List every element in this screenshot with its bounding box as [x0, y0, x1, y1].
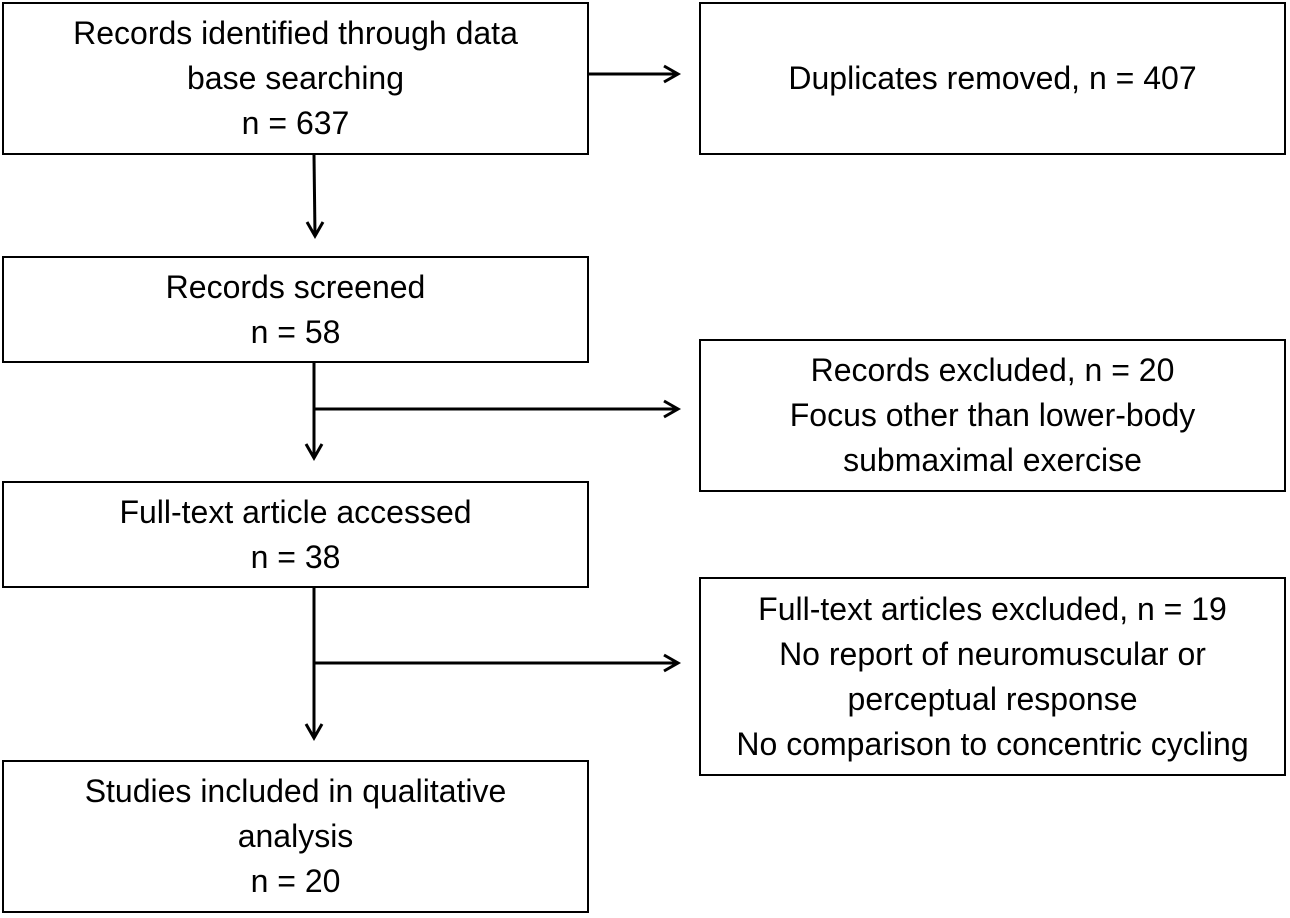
fulltext-excluded-box: Full-text articles excluded, n = 19 No r… [699, 577, 1286, 776]
records-identified-line-1: Records identified through data [73, 15, 518, 51]
duplicates-removed-text: Duplicates removed, n = 407 [788, 60, 1197, 96]
fulltext-excluded-reason-2: No comparison to concentric cycling [736, 725, 1249, 762]
studies-included-line-1: Studies included in qualitative [84, 773, 507, 809]
arrow-to-fulltext-excluded [314, 653, 682, 673]
records-excluded-reason-line-2: submaximal exercise [843, 442, 1142, 478]
records-identified-count: n = 637 [241, 105, 350, 141]
studies-included-box: Studies included in qualitative analysis… [2, 760, 589, 913]
records-screened-label: Records screened [165, 268, 426, 305]
records-screened-count: n = 58 [250, 313, 341, 350]
records-screened-box: Records screened n = 58 [2, 256, 589, 363]
fulltext-accessed-count: n = 38 [250, 538, 341, 575]
records-identified-box: Records identified through data base sea… [2, 2, 589, 155]
fulltext-accessed-box: Full-text article accessed n = 38 [2, 481, 589, 588]
duplicates-removed-box: Duplicates removed, n = 407 [699, 2, 1286, 155]
fulltext-excluded-reason-1a: No report of neuromuscular or [779, 635, 1206, 672]
fulltext-accessed-label: Full-text article accessed [119, 493, 472, 530]
records-identified-line-2: base searching [186, 60, 405, 96]
records-excluded-box: Records excluded, n = 20 Focus other tha… [699, 339, 1286, 492]
records-excluded-count: Records excluded, n = 20 [810, 352, 1175, 388]
records-excluded-reason-line-1: Focus other than lower-body [789, 397, 1196, 433]
fulltext-excluded-reason-1b: perceptual response [847, 680, 1138, 717]
arrow-to-records-excluded [314, 399, 682, 419]
arrow-to-screened [305, 154, 325, 240]
fulltext-excluded-count: Full-text articles excluded, n = 19 [758, 590, 1227, 627]
studies-included-line-2: analysis [237, 818, 354, 854]
studies-included-count: n = 20 [250, 863, 341, 899]
arrow-to-duplicates [589, 64, 682, 84]
